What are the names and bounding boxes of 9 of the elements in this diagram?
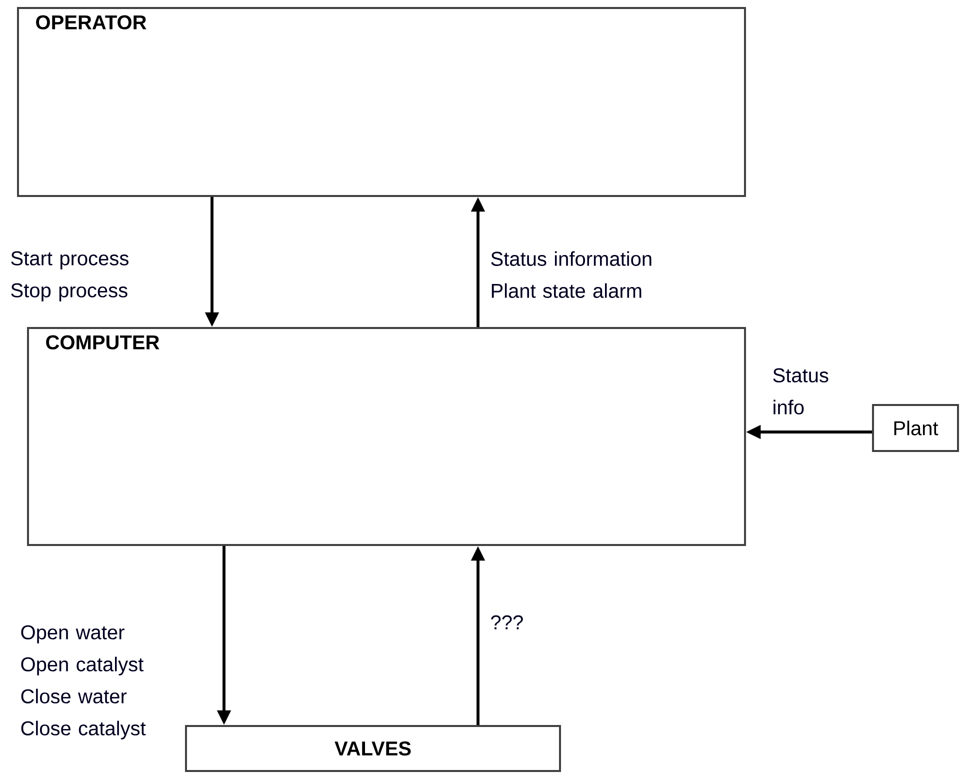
block-box: OPERATOR xyxy=(17,7,746,197)
edge-label: Start process Stop process xyxy=(11,251,128,302)
block-box: VALVES xyxy=(185,725,561,772)
edge-label: Status info xyxy=(773,368,828,414)
edge-label: Open water Open catalyst Close water Close catalyst xyxy=(21,625,146,740)
block-box: COMPUTER xyxy=(27,327,746,546)
edge-label: ??? xyxy=(491,615,523,630)
edge-label: Status information Plant state alarm xyxy=(491,251,652,298)
block-box: Plant xyxy=(872,404,959,452)
